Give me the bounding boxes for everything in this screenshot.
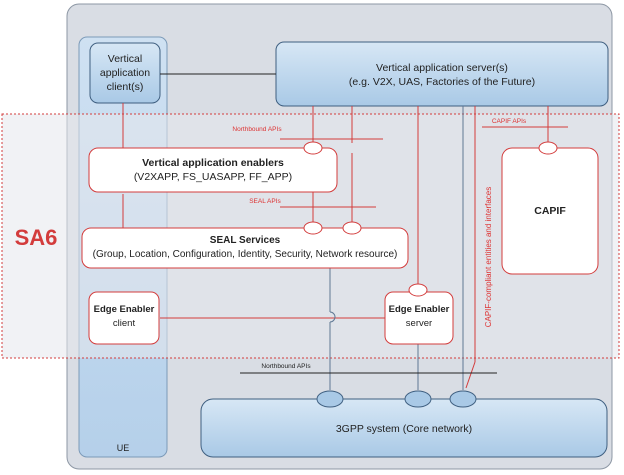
edge-enabler-server-label: Edge Enabler server <box>385 303 453 331</box>
capif-label: CAPIF <box>534 205 566 217</box>
core-interface-oval-1 <box>316 390 344 408</box>
seal-services-label: SEAL Services (Group, Location, Configur… <box>82 234 408 262</box>
sa6-label: SA6 <box>14 225 58 250</box>
eec-line1: Edge Enabler <box>93 304 155 315</box>
vae-line1: Vertical application enablers <box>142 157 284 169</box>
seal-interface-oval-1 <box>303 221 323 235</box>
ees-line1: Edge Enabler <box>388 304 450 315</box>
vac-line3: client(s) <box>106 81 144 93</box>
vac-line2: application <box>99 67 151 79</box>
edge-enabler-client-box <box>88 291 160 345</box>
northbound-apis-top-label: Northbound APIs <box>232 126 282 133</box>
capif-apis-label: CAPIF APIs <box>491 118 527 125</box>
core-interface-oval-3 <box>449 390 477 408</box>
capif-compliant-label: CAPIF-compliant entities and interfaces <box>484 186 493 328</box>
seal-interface-oval-2 <box>342 221 362 235</box>
edge-enabler-client-label: Edge Enabler client <box>89 303 159 331</box>
vertical-application-client-box <box>89 42 161 104</box>
vertical-application-enablers-label: Vertical application enablers (V2XAPP, F… <box>89 156 337 184</box>
capif-interface-oval <box>538 141 558 155</box>
core-network-box <box>200 398 608 458</box>
ees-line2: server <box>405 318 433 329</box>
vac-line1: Vertical <box>107 53 143 65</box>
vas-line2: (e.g. V2X, UAS, Factories of the Future) <box>348 76 536 88</box>
core-network-label: 3GPP system (Core network) <box>335 423 473 435</box>
vas-line1: Vertical application server(s) <box>376 62 508 74</box>
seal-services-box <box>81 227 409 269</box>
ue-label: UE <box>116 443 130 453</box>
ees-interface-oval <box>408 283 428 297</box>
northbound-apis-bottom-label: Northbound APIs <box>261 363 311 370</box>
core-interface-oval-2 <box>404 390 432 408</box>
seal-apis-label: SEAL APIs <box>249 198 281 205</box>
seal-line2: (Group, Location, Configuration, Identit… <box>92 249 398 260</box>
vertical-application-enablers-box <box>88 147 338 193</box>
eec-line2: client <box>112 318 136 329</box>
vae-line2: (V2XAPP, FS_UASAPP, FF_APP) <box>133 171 293 183</box>
vae-interface-oval <box>303 141 323 155</box>
vertical-application-client-label: Vertical application client(s) <box>90 52 160 94</box>
vertical-application-server-label: Vertical application server(s) (e.g. V2X… <box>276 61 608 89</box>
seal-line1: SEAL Services <box>209 235 281 246</box>
